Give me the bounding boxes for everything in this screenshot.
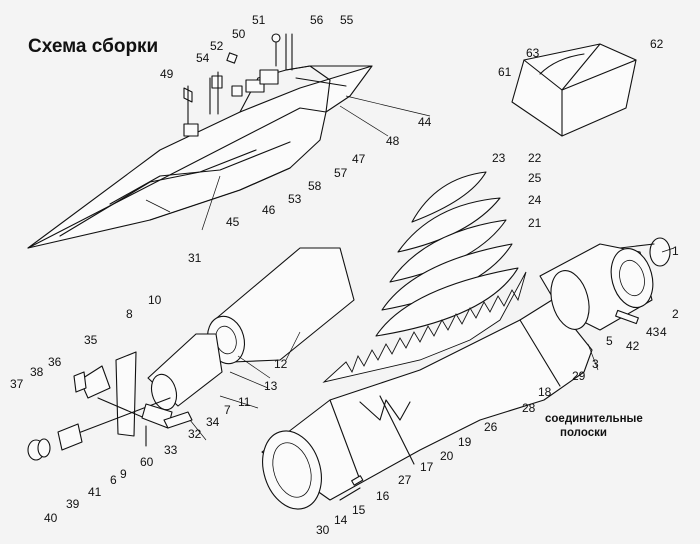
part-label-58: 58 [308, 179, 322, 193]
part-label-35: 35 [84, 333, 98, 347]
stand-block [511, 43, 637, 137]
part-label-26: 26 [484, 420, 498, 434]
part-label-13: 13 [264, 379, 278, 393]
part-label-25: 25 [528, 171, 542, 185]
part-label-9: 9 [120, 467, 127, 481]
part-label-42: 42 [626, 339, 640, 353]
part-label-11: 11 [238, 395, 251, 409]
part-label-28: 28 [522, 401, 536, 415]
part-label-21: 21 [528, 216, 542, 230]
main-body [261, 299, 593, 510]
part-label-57: 57 [334, 166, 348, 180]
part-label-29: 29 [572, 369, 586, 383]
part-label-32: 32 [188, 427, 202, 441]
part-label-40: 40 [44, 511, 58, 525]
part-label-63: 63 [526, 46, 540, 60]
part-label-18: 18 [538, 385, 552, 399]
part-label-4: 4 [660, 325, 667, 339]
propeller-assembly [27, 351, 193, 461]
part-label-61: 61 [498, 65, 512, 79]
part-label-38: 38 [30, 365, 44, 379]
part-label-33: 33 [164, 443, 178, 457]
part-label-54: 54 [196, 51, 210, 65]
part-label-53: 53 [288, 192, 302, 206]
part-label-8: 8 [126, 307, 133, 321]
part-label-41: 41 [88, 485, 102, 499]
leader-lines [145, 95, 675, 441]
part-label-5: 5 [606, 334, 613, 348]
connecting-strips-note-line2: полоски [560, 427, 607, 439]
part-label-51: 51 [252, 13, 266, 27]
part-label-24: 24 [528, 193, 542, 207]
part-label-20: 20 [440, 449, 454, 463]
part-label-3: 3 [592, 357, 599, 371]
part-label-37: 37 [10, 377, 24, 391]
part-label-45: 45 [226, 215, 240, 229]
part-label-48: 48 [386, 134, 400, 148]
part-label-62: 62 [650, 37, 664, 51]
part-label-39: 39 [66, 497, 80, 511]
part-label-56: 56 [310, 13, 324, 27]
part-label-43: 43 [646, 325, 660, 339]
part-label-6: 6 [110, 473, 117, 487]
part-label-46: 46 [262, 203, 276, 217]
part-label-49: 49 [160, 67, 174, 81]
part-label-10: 10 [148, 293, 162, 307]
tube-11 [147, 333, 223, 411]
diagram-title: Схема сборки [28, 36, 158, 57]
connecting-strips-note-line1: соединительные [545, 413, 643, 425]
part-label-16: 16 [376, 489, 390, 503]
part-label-23: 23 [492, 151, 506, 165]
part-label-44: 44 [418, 115, 432, 129]
part-label-7: 7 [224, 403, 231, 417]
part-label-31: 31 [188, 251, 202, 265]
deck-assembly [27, 33, 373, 249]
part-label-34: 34 [206, 415, 220, 429]
part-label-19: 19 [458, 435, 472, 449]
part-label-36: 36 [48, 355, 62, 369]
part-label-55: 55 [340, 13, 354, 27]
part-labels: 51 56 55 50 52 54 49 44 48 47 57 58 53 4… [10, 13, 679, 537]
part-label-2: 2 [672, 307, 679, 321]
part-label-30: 30 [316, 523, 330, 537]
part-label-12: 12 [274, 357, 288, 371]
nose-section [539, 237, 671, 331]
cylinder-12 [206, 247, 355, 365]
part-label-50: 50 [232, 27, 246, 41]
part-label-52: 52 [210, 39, 224, 53]
part-label-14: 14 [334, 513, 348, 527]
part-label-17: 17 [420, 460, 434, 474]
part-label-27: 27 [398, 473, 412, 487]
part-label-1: 1 [672, 244, 679, 258]
fin-stack [322, 171, 527, 383]
part-label-47: 47 [352, 152, 366, 166]
part-label-15: 15 [352, 503, 366, 517]
part-label-22: 22 [528, 151, 542, 165]
deck-block-45 [183, 123, 199, 137]
part-label-60: 60 [140, 455, 154, 469]
